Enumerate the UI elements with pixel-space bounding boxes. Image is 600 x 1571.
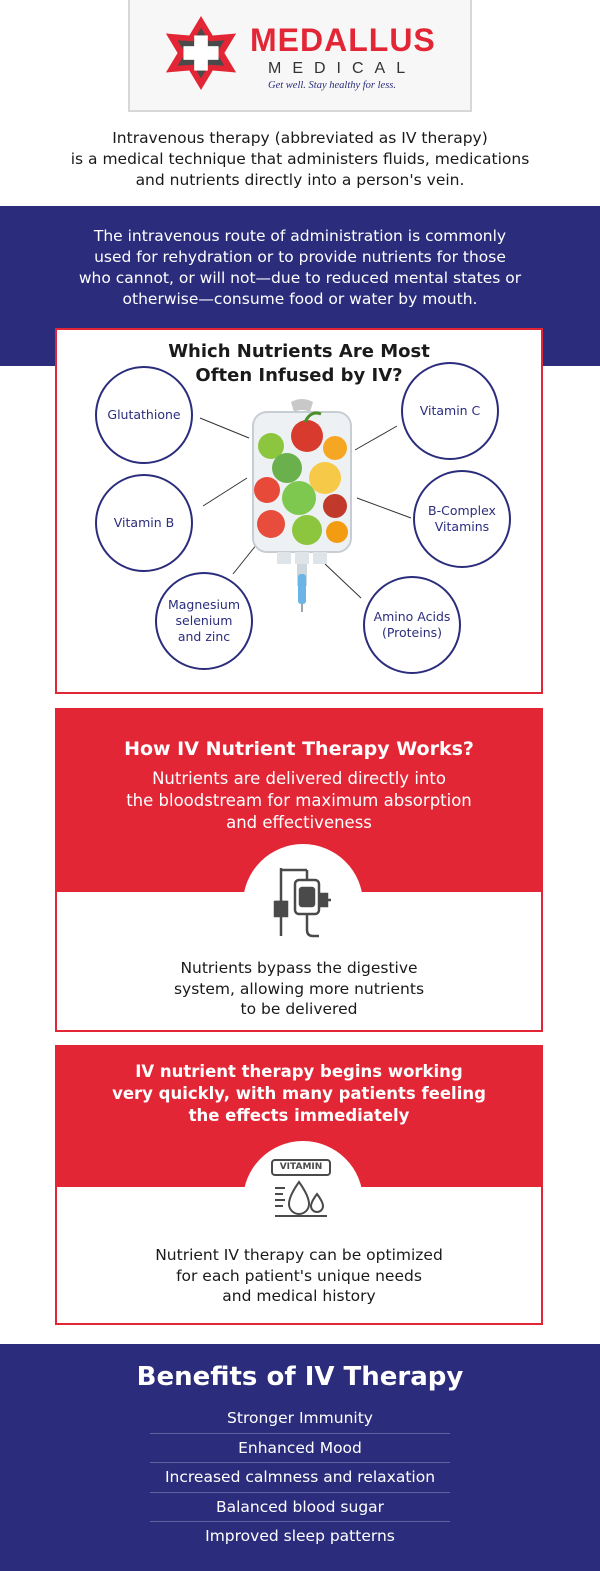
nutrients-card: Which Nutrients Are Most Often Infused b… (55, 328, 543, 694)
subtitle-line: the bloodstream for maximum absorption (126, 791, 472, 810)
nutrient-magnesium: Magnesium selenium and zinc (155, 572, 253, 670)
brand-name: MEDALLUS (250, 22, 436, 58)
vitamin-label: VITAMIN (271, 1159, 331, 1176)
iv-bag-fruits-icon (252, 399, 352, 612)
medallus-logo-icon (165, 15, 237, 91)
benefit-item: Stronger Immunity (150, 1404, 450, 1434)
benefit-item: Enhanced Mood (150, 1434, 450, 1463)
route-text: The intravenous route of administration … (50, 226, 550, 310)
title-line: the effects immediately (188, 1106, 410, 1125)
benefits-title: Benefits of IV Therapy (136, 1362, 464, 1392)
route-line: used for rehydration or to provide nutri… (94, 248, 506, 266)
body-line: to be delivered (240, 1000, 358, 1018)
how-it-works-body: Nutrients bypass the digestive system, a… (97, 958, 501, 1020)
nutrients-title-line: Often Infused by IV? (195, 365, 403, 386)
route-line: The intravenous route of administration … (93, 227, 507, 245)
quick-effects-title: IV nutrient therapy begins working very … (77, 1061, 521, 1127)
nutrient-label: and zinc (177, 629, 231, 644)
nutrient-label: Glutathione (107, 407, 181, 422)
intro-line: is a medical technique that administers … (70, 150, 530, 168)
nutrient-glutathione: Glutathione (95, 366, 193, 464)
nutrient-vitamin-b: Vitamin B (95, 474, 193, 572)
quick-effects-card: IV nutrient therapy begins working very … (55, 1045, 543, 1325)
how-it-works-card: How IV Nutrient Therapy Works? Nutrients… (55, 708, 543, 1032)
body-line: Nutrient IV therapy can be optimized (155, 1246, 443, 1264)
how-it-works-subtitle: Nutrients are delivered directly into th… (77, 768, 521, 834)
title-line: IV nutrient therapy begins working (135, 1062, 463, 1081)
nutrients-title-line: Which Nutrients Are Most (168, 341, 430, 362)
benefits-list: Stronger Immunity Enhanced Mood Increase… (150, 1404, 450, 1552)
subtitle-line: Nutrients are delivered directly into (152, 769, 446, 788)
benefit-item: Improved sleep patterns (205, 1527, 395, 1545)
benefits-section: Benefits of IV Therapy Stronger Immunity… (0, 1344, 600, 1571)
nutrient-label: selenium (175, 613, 233, 628)
how-it-works-title: How IV Nutrient Therapy Works? (124, 738, 474, 760)
vitamin-drops-icon: VITAMIN (271, 1159, 331, 1225)
body-line: Nutrients bypass the digestive (180, 959, 418, 977)
drops-icon (275, 1180, 327, 1217)
connector-lines (199, 417, 412, 599)
intro-line: Intravenous therapy (abbreviated as IV t… (112, 129, 488, 147)
icon-hump (243, 1141, 363, 1261)
nutrient-label: B-Complex (428, 503, 496, 518)
nutrient-label: (Proteins) (381, 625, 443, 640)
brand-sub: MEDICAL (268, 60, 417, 77)
nutrient-label: Magnesium (167, 597, 241, 612)
nutrient-label: Vitamin C (419, 403, 481, 418)
logo-box: MEDALLUS MEDICAL Get well. Stay healthy … (128, 0, 472, 112)
intro-line: and nutrients directly into a person's v… (135, 171, 465, 189)
body-line: and medical history (222, 1287, 376, 1305)
intro-text: Intravenous therapy (abbreviated as IV t… (40, 128, 560, 191)
nutrient-label: Vitamin B (113, 515, 175, 530)
route-line: otherwise—consume food or water by mouth… (122, 290, 478, 308)
benefit-item: Increased calmness and relaxation (150, 1463, 450, 1493)
nutrient-b-complex: B-Complex Vitamins (413, 470, 511, 568)
brand-tagline: Get well. Stay healthy for less. (268, 80, 397, 91)
route-line: who cannot, or will not—due to reduced m… (78, 269, 522, 287)
nutrient-label: Vitamins (434, 519, 490, 534)
body-line: system, allowing more nutrients (173, 979, 425, 998)
body-line: for each patient's unique needs (176, 1266, 422, 1285)
nutrients-title: Which Nutrients Are Most Often Infused b… (57, 340, 541, 388)
nutrient-label: Amino Acids (373, 609, 451, 624)
nutrient-amino-acids: Amino Acids (Proteins) (363, 576, 461, 674)
nutrient-vitamin-c: Vitamin C (401, 362, 499, 460)
subtitle-line: and effectiveness (226, 813, 372, 832)
quick-effects-body: Nutrient IV therapy can be optimized for… (97, 1245, 501, 1307)
benefit-item: Balanced blood sugar (150, 1493, 450, 1522)
iv-drip-icon (273, 868, 331, 938)
title-line: very quickly, with many patients feeling (112, 1084, 486, 1103)
